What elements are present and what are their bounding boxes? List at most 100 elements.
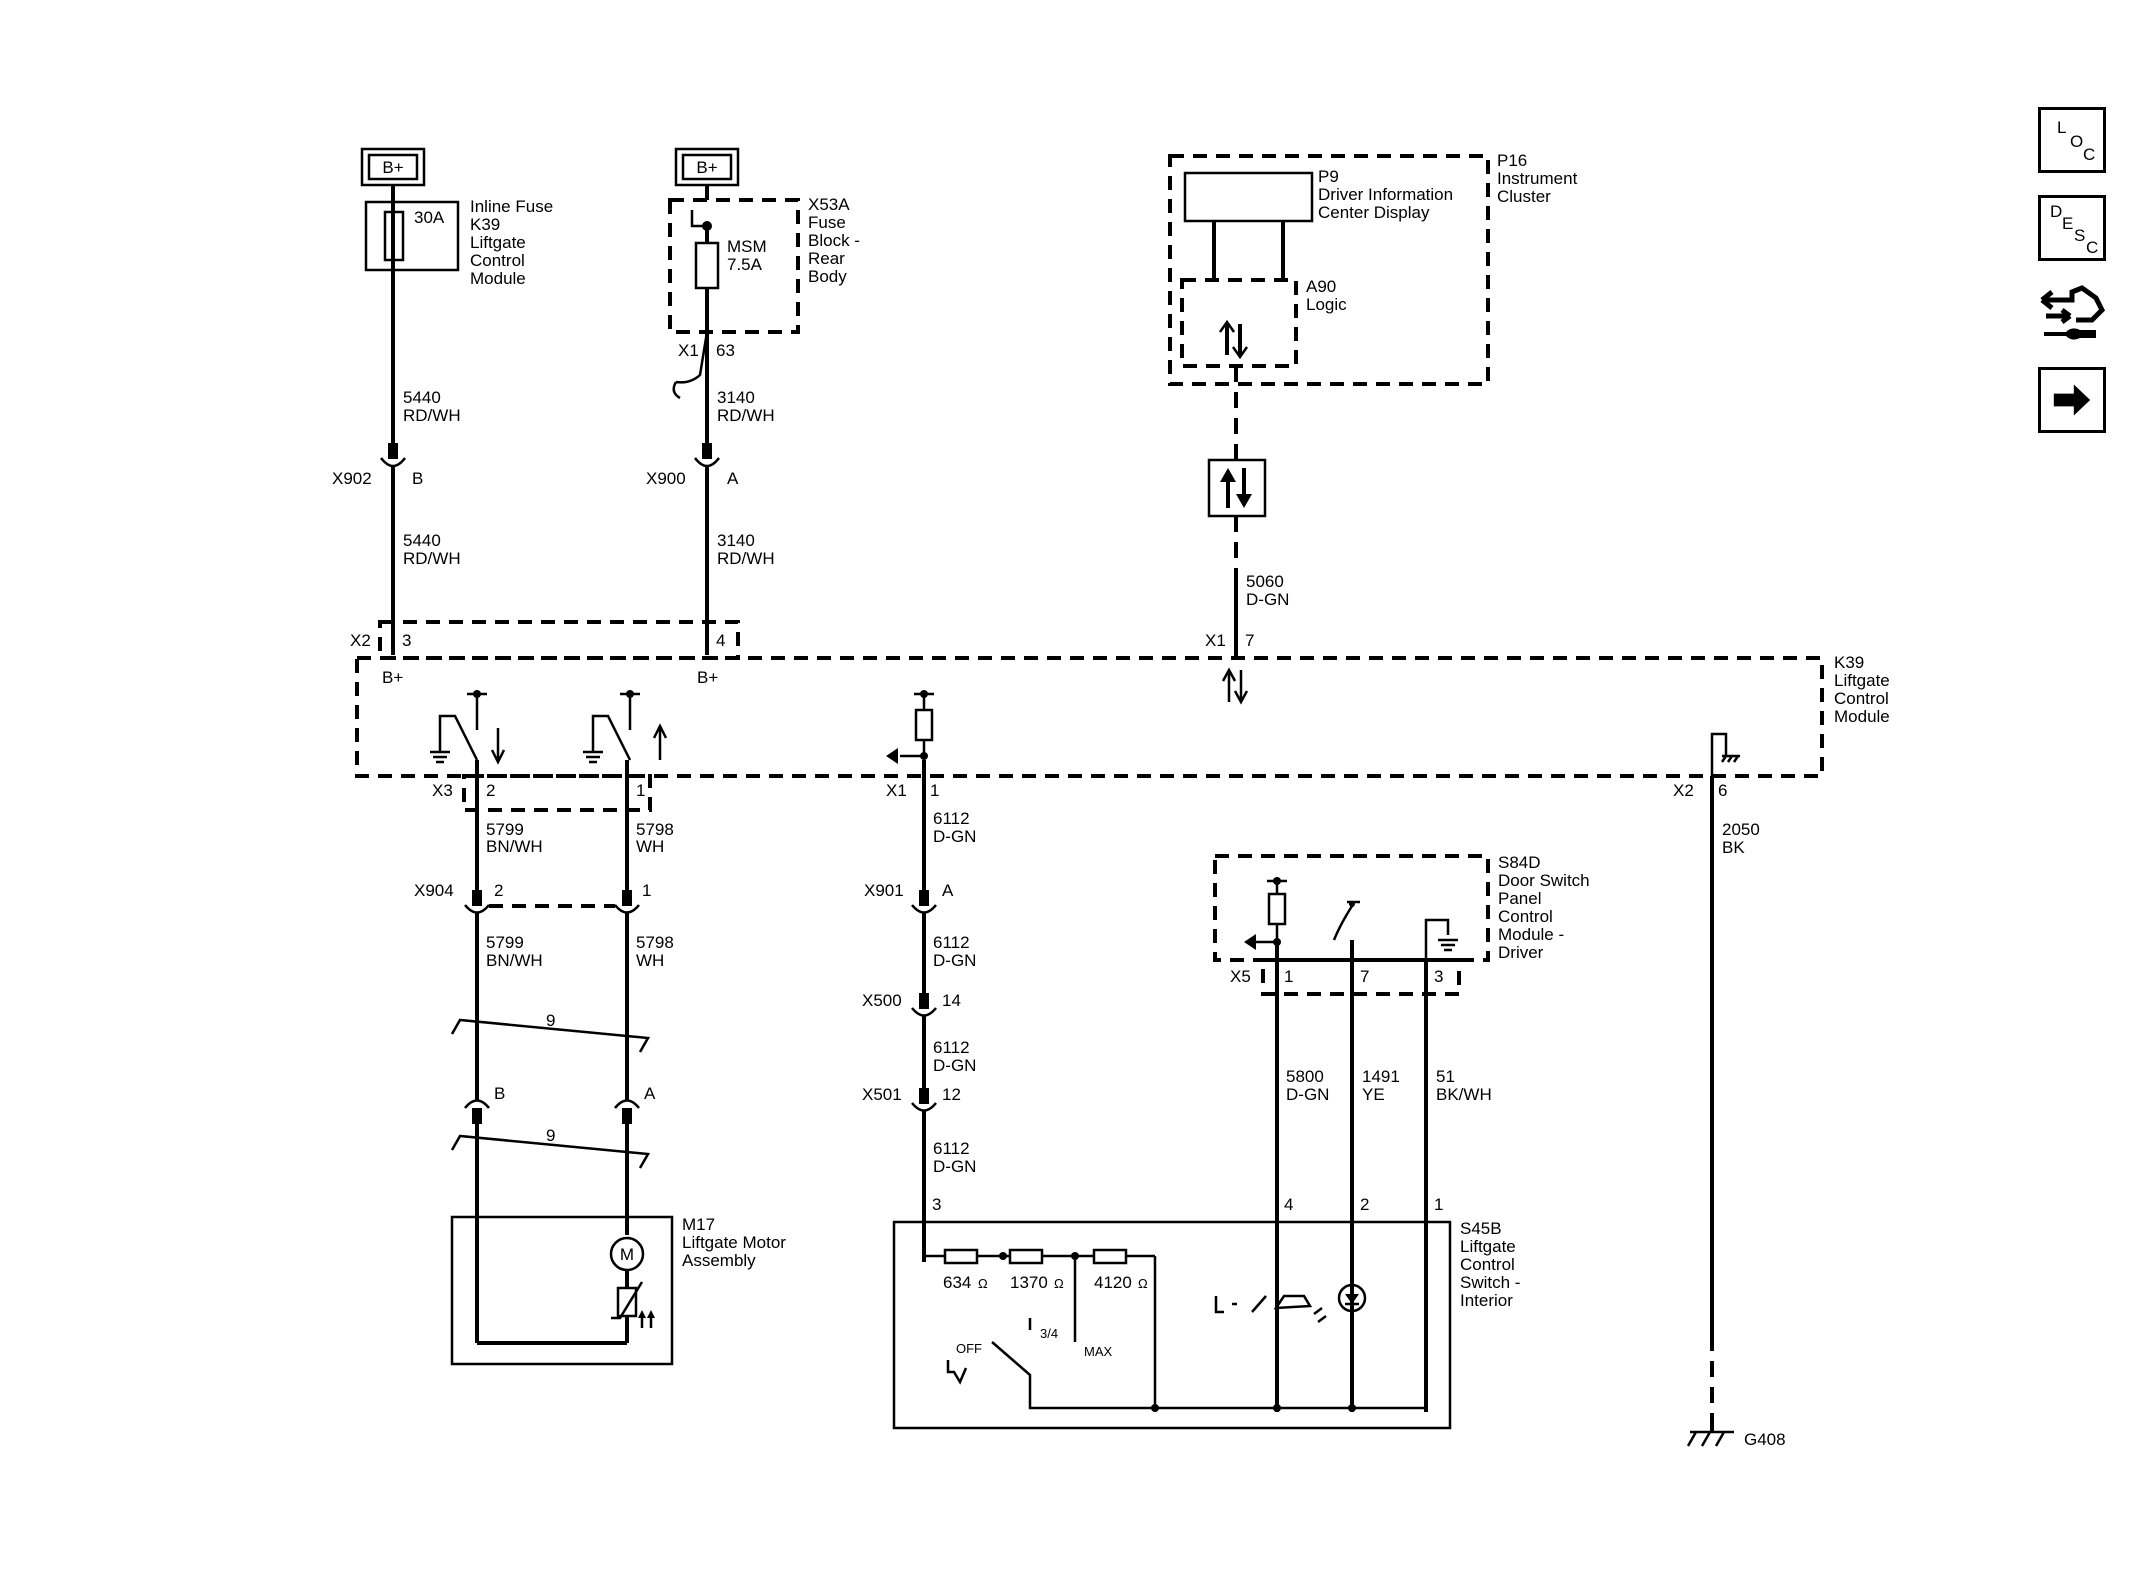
k39-serial-icon [1221,667,1249,705]
wire-5799-number: 5799 [486,820,524,839]
svg-text:1: 1 [1284,967,1293,986]
svg-text:7: 7 [1360,967,1369,986]
svg-text:2: 2 [486,781,495,800]
left-bplus-source: B+ [360,147,426,187]
door-switch-label: S84D Door Switch Panel Control Module - … [1498,853,1590,962]
loc-button[interactable]: L O C [2038,107,2106,173]
motor-label: M17 Liftgate Motor Assembly [682,1215,786,1270]
svg-text:B+: B+ [382,668,403,687]
svg-text:X901: X901 [864,881,904,900]
instrument-cluster-label: P16 Instrument Cluster [1497,151,1578,206]
k39-label: K39 Liftgate Control Module [1834,653,1890,726]
connector-x501: X501 12 [862,1085,961,1112]
display-p9-label: P9 Driver Information Center Display [1318,167,1453,222]
svg-text:B+: B+ [697,668,718,687]
svg-text:Interior: Interior [1460,1291,1513,1310]
wire-5799b-number: 5799 [486,933,524,952]
svg-text:B+: B+ [696,158,717,177]
wire-3140b-number: 3140 [717,531,755,550]
svg-text:9: 9 [546,1126,555,1145]
desc-letter-d: D [2050,202,2063,221]
svg-text:B: B [412,469,423,488]
svg-text:1370: 1370 [1010,1273,1048,1292]
svg-text:B+: B+ [382,158,403,177]
logic-a90-label: A90 Logic [1306,277,1347,314]
wire-2050-color: BK [1722,838,1745,857]
twisted-pair-marker: 9 [450,1126,651,1169]
svg-text:7: 7 [1245,631,1254,650]
svg-text:1: 1 [636,781,645,800]
wire-6112d-color: D-GN [933,1157,976,1176]
svg-text:Block -: Block - [808,231,860,250]
svg-text:3/4: 3/4 [1040,1326,1058,1341]
desc-letter-c: C [2086,238,2099,257]
svg-text:X1: X1 [678,341,699,360]
svg-text:X1: X1 [886,781,907,800]
svg-text:4: 4 [1284,1195,1293,1214]
next-page-button[interactable] [2038,367,2106,433]
svg-text:MAX: MAX [1084,1344,1113,1359]
loc-letter-o: O [2070,132,2084,151]
svg-text:X3: X3 [432,781,453,800]
fuse-block-x1-connector: X1 63 [672,331,735,400]
svg-text:Control: Control [470,251,525,270]
wire-6112c-color: D-GN [933,1056,976,1075]
svg-text:1: 1 [642,881,651,900]
wire-51-number: 51 [1436,1067,1455,1086]
svg-text:Module: Module [1834,707,1890,726]
door-switch-x5-connector: X5 1 7 3 [1230,958,1461,996]
wire-5060-number: 5060 [1246,572,1284,591]
inline-fuse: 30A [364,200,460,272]
svg-text:9: 9 [546,1011,555,1030]
svg-text:Control: Control [1498,907,1553,926]
svg-text:63: 63 [716,341,735,360]
svg-text:P9: P9 [1318,167,1339,186]
connector-x901: X901 A [864,881,954,914]
wire-6112b-color: D-GN [933,951,976,970]
svg-text:Ω: Ω [1054,1276,1064,1291]
svg-text:Fuse: Fuse [808,213,846,232]
svg-text:1: 1 [930,781,939,800]
svg-text:A: A [727,469,739,488]
svg-text:Instrument: Instrument [1497,169,1578,188]
svg-text:Inline Fuse: Inline Fuse [470,197,553,216]
connector-x904: X904 2 1 [414,881,651,914]
wire-6112c-number: 6112 [933,1038,970,1057]
wire-2050-number: 2050 [1722,820,1760,839]
svg-text:X902: X902 [332,469,372,488]
loc-letter-l: L [2057,118,2067,137]
svg-text:X501: X501 [862,1085,902,1104]
svg-text:A: A [644,1084,656,1103]
s45b-pin-labels: 3 4 2 1 [932,1195,1443,1214]
svg-text:Panel: Panel [1498,889,1541,908]
svg-text:B: B [494,1084,505,1103]
wire-5800-color: D-GN [1286,1085,1329,1104]
wire-5799b-color: BN/WH [486,951,543,970]
center-bplus-source: B+ [674,147,740,187]
svg-text:MSM: MSM [727,237,767,256]
svg-text:Assembly: Assembly [682,1251,756,1270]
svg-text:Ω: Ω [1138,1276,1148,1291]
wire-6112d-number: 6112 [933,1139,970,1158]
desc-letter-e: E [2062,214,2074,233]
svg-text:Control: Control [1460,1255,1515,1274]
desc-button[interactable]: D E S C [2038,195,2106,261]
svg-text:Rear: Rear [808,249,845,268]
svg-text:P16: P16 [1497,151,1527,170]
wire-5798-number: 5798 [636,820,674,839]
svg-text:Ω: Ω [978,1276,988,1291]
svg-text:7.5A: 7.5A [727,255,763,274]
svg-text:S45B: S45B [1460,1219,1502,1238]
svg-text:Door Switch: Door Switch [1498,871,1590,890]
k39-module [355,620,1824,778]
svg-text:Center Display: Center Display [1318,203,1430,222]
connector-routing-icon[interactable] [2036,280,2108,346]
svg-text:X5: X5 [1230,967,1251,986]
svg-text:3: 3 [402,631,411,650]
wire-51-color: BK/WH [1436,1085,1492,1104]
desc-letter-s: S [2074,226,2086,245]
svg-text:3: 3 [1434,967,1443,986]
svg-text:X1: X1 [1205,631,1226,650]
svg-text:X2: X2 [350,631,371,650]
svg-text:2: 2 [1360,1195,1369,1214]
